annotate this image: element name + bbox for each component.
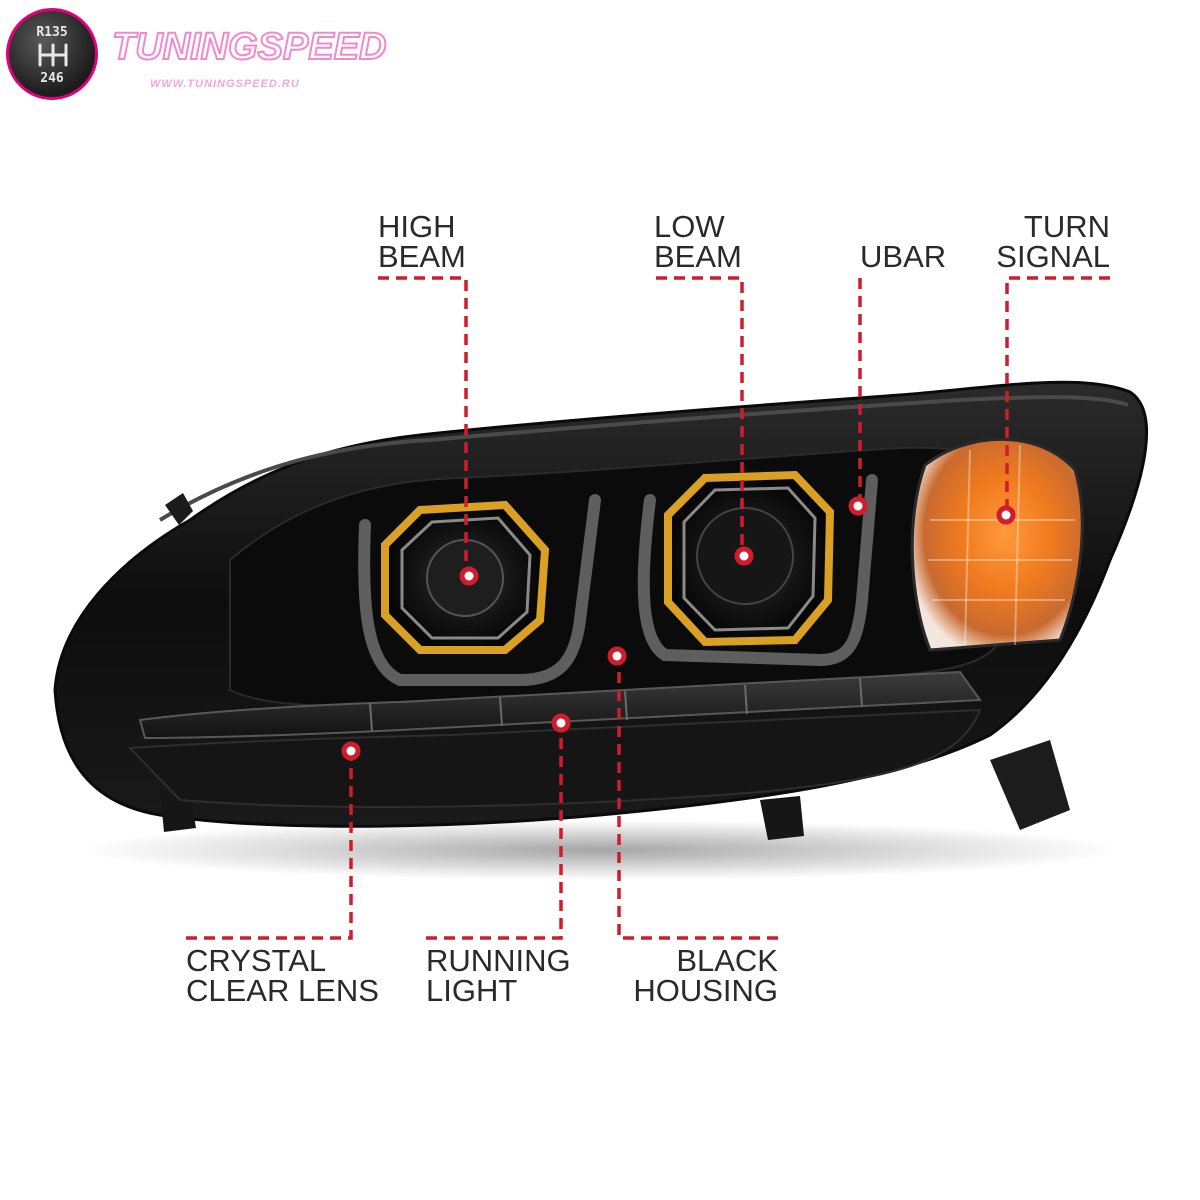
callout-dot-ubar — [848, 496, 868, 516]
callout-lines — [186, 276, 1110, 940]
ubar-right — [637, 474, 878, 667]
lower-lens — [127, 708, 982, 808]
label-black-housing: BLACK HOUSING — [633, 943, 778, 1008]
running-light-strip — [138, 670, 982, 740]
label-running-light: RUNNING LIGHT — [426, 943, 571, 1008]
mount-tab-left — [165, 493, 193, 525]
label-low-beam: LOW BEAM — [654, 209, 742, 274]
mount-tab-bottom-mid — [760, 796, 804, 840]
callout-dot-crystal-clear-lens — [341, 741, 361, 761]
logo-url-text: WWW.TUNINGSPEED.RU — [150, 78, 300, 90]
turn-signal-facets — [928, 444, 1075, 646]
callout-line-black-housing — [617, 656, 778, 940]
callout-line-low-beam — [656, 276, 744, 556]
label-turn-signal: TURN SIGNAL — [996, 209, 1110, 274]
label-high-beam: HIGH BEAM — [378, 209, 466, 274]
callout-dot-turn-signal — [996, 505, 1016, 525]
ubar-left — [358, 494, 601, 686]
tuningspeed-logo: R135 246 TUNINGSPEED WWW.TUNINGSPEED.RU — [0, 0, 400, 110]
gear-shift-icon: R135 246 — [6, 8, 98, 100]
badge-top-text: R135 — [36, 25, 68, 40]
callout-dots — [341, 496, 1016, 761]
callout-dot-black-housing — [607, 646, 627, 666]
label-crystal-clear-lens: CRYSTAL CLEAR LENS — [186, 943, 379, 1008]
callout-dot-high-beam — [459, 566, 479, 586]
callout-line-turn-signal — [1005, 276, 1110, 514]
badge-bottom-text: 246 — [40, 71, 64, 86]
callout-dot-running-light — [551, 713, 571, 733]
callout-line-running-light — [426, 724, 563, 940]
callout-dot-low-beam — [734, 546, 754, 566]
housing-top-edge — [158, 395, 1129, 522]
running-light-segments — [369, 677, 863, 732]
callout-line-crystal-clear-lens — [186, 752, 353, 940]
label-ubar: UBAR — [860, 239, 947, 274]
floor-shadow — [80, 820, 1120, 880]
shift-pattern-icon — [38, 43, 68, 67]
logo-brand-text: TUNINGSPEED — [111, 25, 387, 69]
turn-signal-lens — [910, 437, 1084, 652]
connector-block — [990, 740, 1070, 830]
